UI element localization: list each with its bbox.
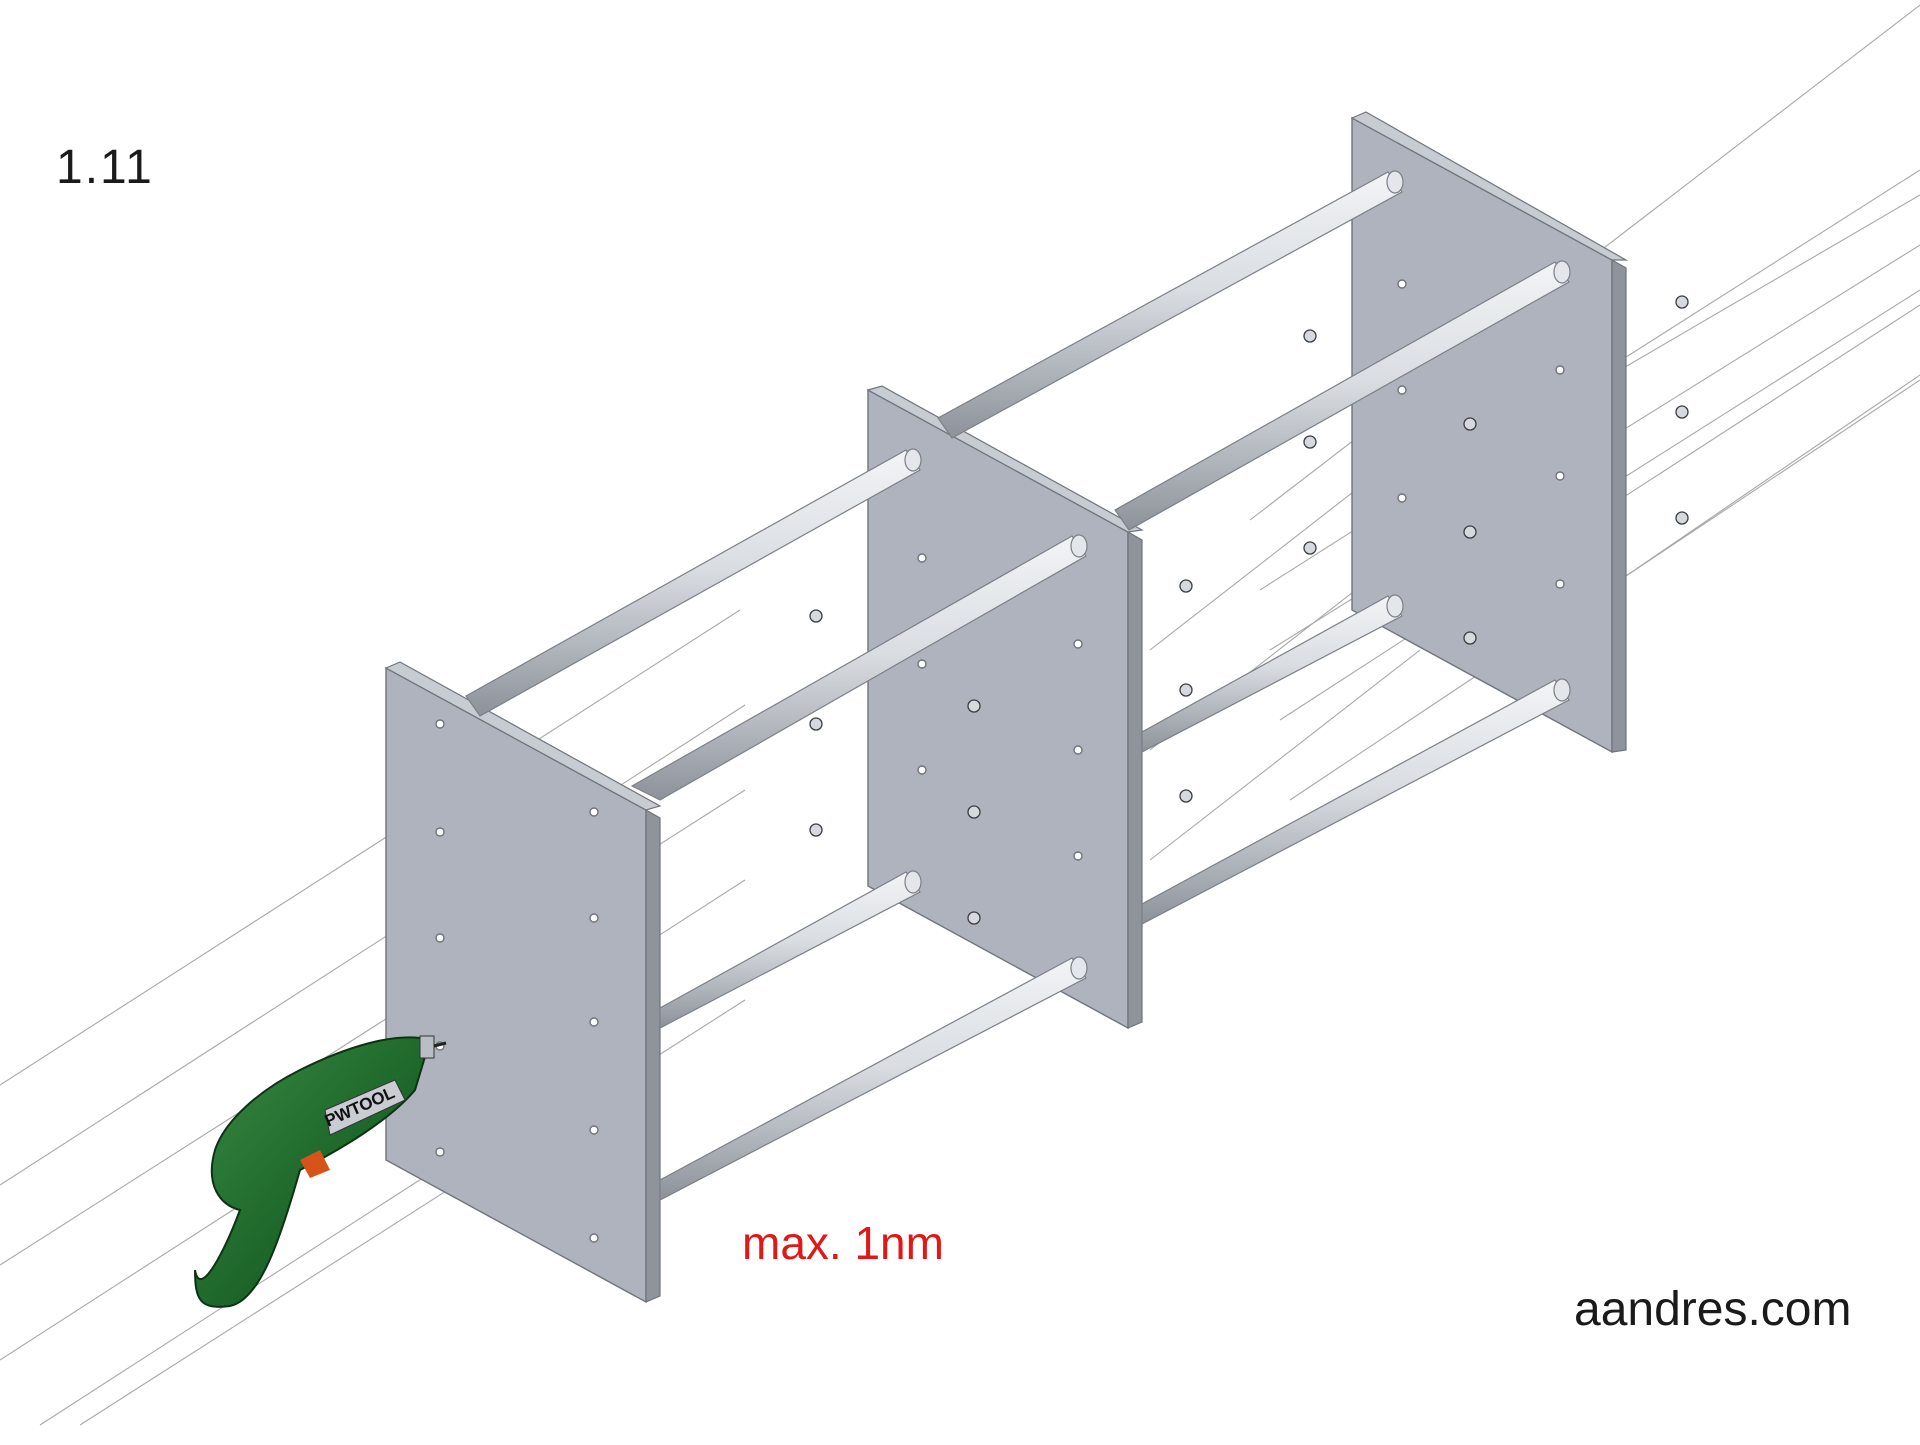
- front-side-panel: [384, 661, 662, 1304]
- screw-holes: [435, 279, 1565, 1243]
- back-side-panel: [1350, 111, 1629, 754]
- middle-divider-panel: [866, 385, 1144, 1030]
- guide-lines: [0, 4, 1920, 1426]
- torque-limit-note: max. 1nm: [742, 1217, 944, 1269]
- rods-front-bay: [465, 448, 1088, 1201]
- exploded-screws: [809, 295, 1689, 925]
- website-credit: aandres.com: [1574, 1283, 1852, 1336]
- step-number: 1.11: [56, 141, 154, 194]
- rods-rear-bay: [937, 170, 1571, 925]
